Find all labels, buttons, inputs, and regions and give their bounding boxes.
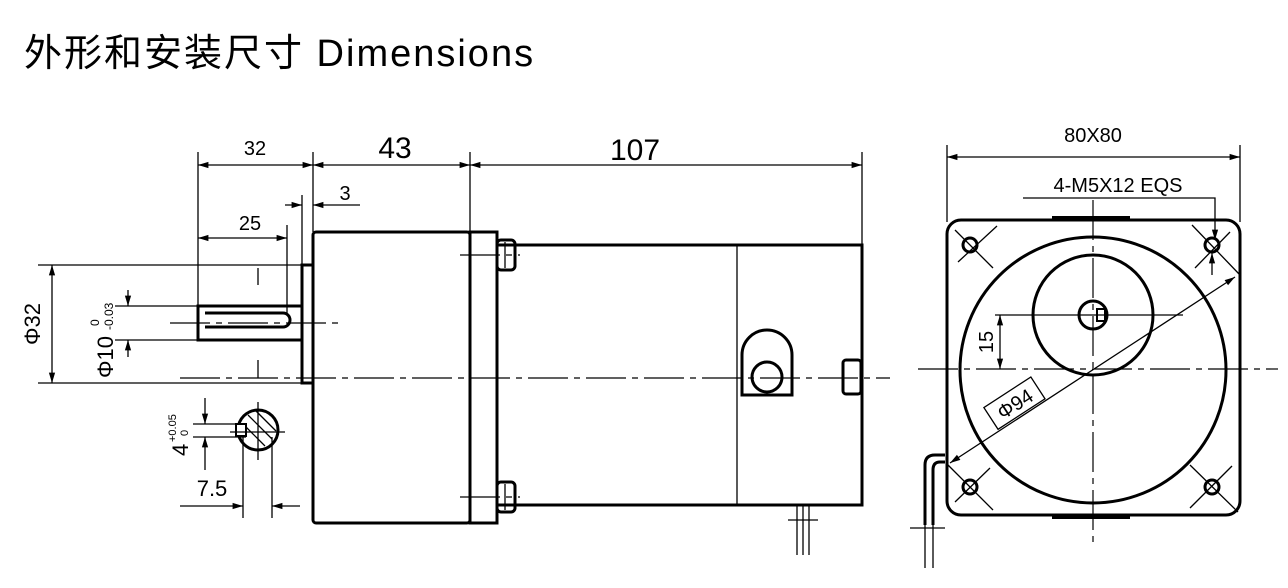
mounting-hole-icon bbox=[1191, 224, 1241, 276]
mounting-hole-icon bbox=[954, 225, 998, 269]
dim-pilot: 3 bbox=[339, 183, 350, 205]
pilot-boss bbox=[300, 263, 315, 385]
motor-body bbox=[497, 243, 864, 507]
page-title: 外形和安装尺寸 Dimensions bbox=[24, 33, 536, 75]
dim-shaft-length: 32 bbox=[244, 138, 266, 160]
dim-motor-length: 107 bbox=[610, 134, 660, 167]
dim-key-tol-lower: 0 bbox=[179, 430, 191, 436]
dim-holes: 4-M5X12 EQS bbox=[1054, 175, 1183, 197]
terminal bbox=[841, 358, 863, 396]
dim-key-depth: 7.5 bbox=[197, 476, 228, 501]
mounting-hole-icon bbox=[1189, 464, 1239, 513]
dim-square: 80X80 bbox=[1064, 125, 1122, 147]
dim-gearbox-length: 43 bbox=[378, 132, 411, 165]
dim-shaft-diameter: Φ10 bbox=[93, 336, 118, 378]
mounting-hole-icon bbox=[947, 464, 994, 511]
dim-shaft-tol-lower: -0.03 bbox=[102, 302, 116, 330]
key-section: 4 +0.05 0 7.5 bbox=[167, 398, 300, 518]
dim-pilot-diameter: Φ32 bbox=[20, 303, 45, 345]
dim-key-width: 4 bbox=[168, 444, 193, 456]
dim-shaft-diameter-group: Φ10 0 -0.03 bbox=[88, 302, 118, 378]
dim-offset: 15 bbox=[976, 331, 998, 353]
dim-key-tol-upper: +0.05 bbox=[167, 414, 179, 442]
cable-gland bbox=[740, 328, 794, 397]
dim-shaft-tol-upper: 0 bbox=[88, 319, 102, 326]
shaft-key bbox=[205, 311, 292, 329]
front-view: 80X80 4-M5X12 EQS 15 Φ94 bbox=[910, 125, 1278, 568]
side-view: 32 43 107 3 25 Φ32 Φ10 0 -0.03 bbox=[20, 132, 890, 555]
dim-key-length: 25 bbox=[239, 213, 261, 235]
